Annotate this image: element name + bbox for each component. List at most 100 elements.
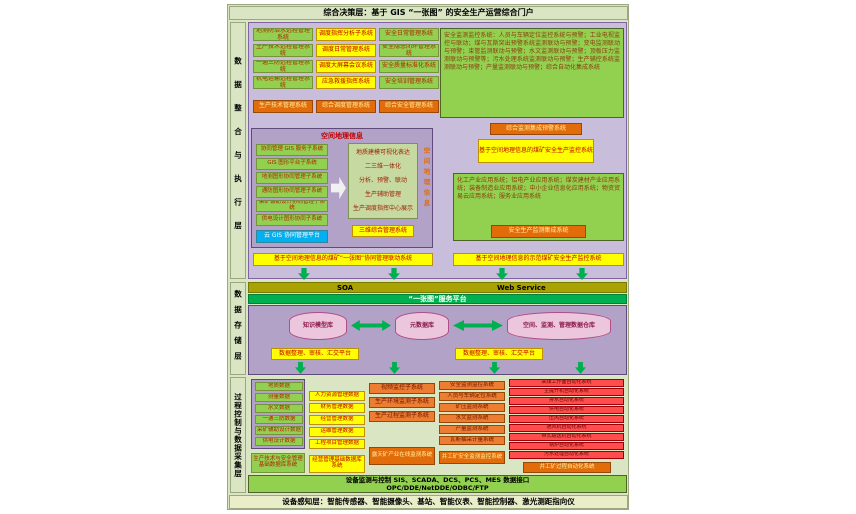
system-box: 锅炉自动化系统 xyxy=(509,442,624,450)
data-box: 测量数据 xyxy=(255,393,303,402)
system-box: 安全监测监控系统 xyxy=(439,381,505,390)
flow-right-arrow-icon xyxy=(331,177,346,199)
system-box: 矿压监测系统 xyxy=(439,403,505,412)
system-box: 生产过程监测子系统 xyxy=(369,411,435,422)
system-box: 视频监控子系统 xyxy=(369,383,435,394)
mine-safety-monitoring-banner: 基于空间地理信息的煤矿安全生产监控系统 xyxy=(478,139,594,163)
safety-column: 安全日常管理系统 安全隐患闭环管理系统 安全质量标准化系统 安全培训管理系统 xyxy=(379,28,439,89)
system-box: 安全日常管理系统 xyxy=(379,28,439,41)
data-box: 人力资源管理数据 xyxy=(309,391,365,401)
business-db-footer-box: 经营管理基础数据库系统 xyxy=(309,455,365,473)
down-arrow-icon xyxy=(489,362,500,374)
metadata-db-cylinder: 元数据库 xyxy=(395,312,449,340)
tech-safety-db-footer-box: 生产技术与安全管理基础数据库系统 xyxy=(251,453,305,473)
system-box: 协同管理 GIS 服务子系统 xyxy=(256,144,328,156)
storage-layer-panel: 知识模型库 元数据库 空间、监测、管理数据仓库 数据整理、审核、汇交平台 数据整… xyxy=(248,305,627,375)
system-box: 瓦斯抽采计量系统 xyxy=(439,436,505,445)
system-box: 污水处理自动化系统 xyxy=(509,451,624,459)
device-interface-bar: 设备监测与控制 SIS、SCADA、DCS、PCS、MES 数据接口 OPC/D… xyxy=(248,475,627,493)
video-monitoring-column: 视频监控子系统 生产环境监测子系统 生产过程监测子系统 xyxy=(369,383,435,422)
data-exchange-platform-bar: 数据整理、审核、汇交平台 xyxy=(271,348,359,360)
system-box: 主提升机自动化系统 xyxy=(509,388,624,396)
one-map-service-platform-bar: “一张图”服务平台 xyxy=(248,294,627,304)
3d-management-box: 三维综合管理系统 xyxy=(352,225,414,237)
data-box: 采矿辅助设计数据 xyxy=(255,426,303,435)
one-map-collaboration-banner: 基于空间地理信息的煤矿“一张图”协同管理联动系统 xyxy=(253,253,433,266)
demo-mine-monitoring-banner: 基于空间地理信息的示范煤矿安全生产监控系统 xyxy=(453,253,624,266)
system-box: 采矿辅助设计协同管理子系统 xyxy=(256,200,328,212)
data-box: 一通三防数据 xyxy=(255,415,303,424)
system-box: 通防图形协同管理子系统 xyxy=(256,186,328,198)
web-service-label: Web Service xyxy=(497,284,546,292)
system-box: 一通三防远程管理系统 xyxy=(253,60,313,73)
down-arrow-icon xyxy=(389,362,400,374)
layer-label-integration: 数据整合与执行层 xyxy=(230,22,246,279)
decision-layer-banner: 综合决策层：基于 GIS “一张图” 的安全生产运营综合门户 xyxy=(229,6,628,20)
layer-label-process: 过程控制与数据采集层 xyxy=(230,377,246,493)
down-arrow-icon xyxy=(295,362,306,374)
viz-item: 二三维一体化 xyxy=(364,162,401,170)
layer-label-storage: 数据存储层 xyxy=(230,282,246,375)
data-box: 供电设计数据 xyxy=(255,437,303,446)
device-perception-banner: 设备感知层：智能传感器、智能摄像头、基站、智能仪表、智能控制器、激光测距指向仪 xyxy=(229,495,628,509)
soa-label: SOA xyxy=(337,284,354,292)
underground-automation-footer-box: 井工矿过程自动化系统 xyxy=(523,462,611,473)
system-box: 调度指挥分析子系统 xyxy=(316,28,376,41)
gis-panel-title: 空间地理信息 xyxy=(321,132,363,140)
system-box: 人员与车辆定位系统 xyxy=(439,392,505,401)
openpit-monitoring-footer-box: 露天矿产业在线监测系统 xyxy=(369,447,435,465)
double-arrow-icon xyxy=(351,320,391,331)
system-box: 采煤工作面自动化系统 xyxy=(509,379,624,387)
cloud-gis-platform-box: 云 GIS 协同管理平台 xyxy=(256,230,328,243)
interface-line1: 设备监测与控制 SIS、SCADA、DCS、PCS、MES 数据接口 xyxy=(345,475,530,484)
double-arrow-icon xyxy=(453,320,503,331)
monitoring-warning-panel: 安全监测监控系统：人员与车辆定位监控系统与预警；工业电视监控与联动；煤与瓦斯突出… xyxy=(440,28,624,118)
safety-monitoring-column: 安全监测监控系统 人员与车辆定位系统 矿压监测系统 水文监测系统 产量监测系统 … xyxy=(439,381,505,445)
system-box: 地测图形协同管理子系统 xyxy=(256,172,328,184)
geology-data-panel: 地质数据 测量数据 水文数据 一通三防数据 采矿辅助设计数据 供电设计数据 xyxy=(251,379,305,449)
system-box: GIS 图形平台子系统 xyxy=(256,158,328,170)
knowledge-model-db-cylinder: 知识模型库 xyxy=(289,312,347,340)
system-box: 安全隐患闭环管理系统 xyxy=(379,44,439,57)
data-exchange-platform-bar: 数据整理、审核、汇交平台 xyxy=(455,348,543,360)
dispatch-mgmt-footer-box: 综合调度管理系统 xyxy=(316,100,376,113)
gis-subsystem-column: 协同管理 GIS 服务子系统 GIS 图形平台子系统 地测图形协同管理子系统 通… xyxy=(256,144,328,226)
data-box: 运维管理数据 xyxy=(309,427,365,437)
gis-collaboration-panel: 空间地理信息 协同管理 GIS 服务子系统 GIS 图形平台子系统 地测图形协同… xyxy=(251,128,433,248)
system-box: 调度日常管理系统 xyxy=(316,44,376,57)
data-box: 地质数据 xyxy=(255,382,303,391)
dispatch-column: 调度指挥分析子系统 调度日常管理系统 调度大屏幕会议系统 应急救援指挥系统 xyxy=(316,28,376,89)
system-box: 压风自动化系统 xyxy=(509,415,624,423)
system-box: 应急救援指挥系统 xyxy=(316,76,376,89)
viz-item: 地质建模可视化表达 xyxy=(355,148,410,156)
system-box: 生产技术远程管理系统 xyxy=(253,44,313,57)
underground-safety-footer-box: 井工矿安全监测监控系统 xyxy=(439,451,505,464)
data-box: 工程项目管理数据 xyxy=(309,439,365,449)
data-box: 经营管理数据 xyxy=(309,415,365,425)
tech-mgmt-footer-box: 生产技术管理系统 xyxy=(253,100,313,113)
interface-line2: OPC/DDE/NetDDE/ODBC/FTP xyxy=(386,484,489,492)
system-box: 机电运输远程管理系统 xyxy=(253,76,313,89)
system-box: 通风机自动化系统 xyxy=(509,424,624,432)
down-arrow-icon xyxy=(575,362,586,374)
system-box: 调度大屏幕会议系统 xyxy=(316,60,376,73)
safety-monitoring-integration-box: 安全生产监测集成系统 xyxy=(491,225,586,238)
system-box: 带式输送机自动化系统 xyxy=(509,433,624,441)
system-box: 安全质量标准化系统 xyxy=(379,60,439,73)
automation-column: 采煤工作面自动化系统 主提升机自动化系统 排水自动化系统 供电自动化系统 压风自… xyxy=(509,379,624,459)
tech-remote-column: 地测防治水远程管理系统 生产技术远程管理系统 一通三防远程管理系统 机电运输远程… xyxy=(253,28,313,89)
management-data-column: 人力资源管理数据 财务管理数据 经营管理数据 运维管理数据 工程项目管理数据 xyxy=(309,391,365,449)
data-box: 财务管理数据 xyxy=(309,403,365,413)
system-box: 地测防治水远程管理系统 xyxy=(253,28,313,41)
system-box: 供电自动化系统 xyxy=(509,406,624,414)
service-bus-bar: SOA Web Service xyxy=(248,282,627,293)
integrated-warning-box: 综合监测集成预警系统 xyxy=(490,123,582,135)
system-box: 水文监测系统 xyxy=(439,414,505,423)
system-box: 生产环境监测子系统 xyxy=(369,397,435,408)
viz-item: 生产辅助管理 xyxy=(364,190,401,198)
system-box: 供电设计图形协同子系统 xyxy=(256,214,328,226)
viz-item: 分析、预警、联动 xyxy=(358,176,407,184)
architecture-diagram: 综合决策层：基于 GIS “一张图” 的安全生产运营综合门户 设备感知层：智能传… xyxy=(227,4,629,510)
geology-data-column: 地质数据 测量数据 水文数据 一通三防数据 采矿辅助设计数据 供电设计数据 xyxy=(255,382,303,446)
system-box: 排水自动化系统 xyxy=(509,397,624,405)
